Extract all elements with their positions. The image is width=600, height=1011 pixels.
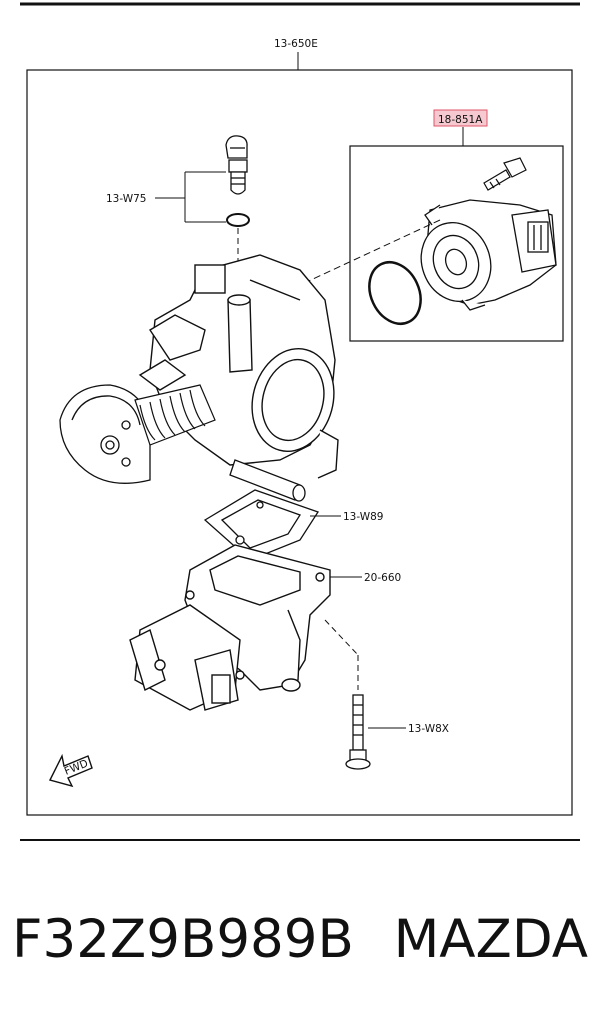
label-13-650e: 13-650E xyxy=(274,38,318,50)
throttle-position-sensor xyxy=(420,199,557,311)
throttle-body xyxy=(138,254,339,479)
return-spring xyxy=(134,384,216,446)
sensor-bolt xyxy=(483,157,527,191)
label-13-w75: 13-W75 xyxy=(106,193,146,205)
mounting-bolt xyxy=(345,694,371,770)
sensor-inset-frame xyxy=(349,145,564,342)
idle-screw xyxy=(225,135,248,195)
part-number: F32Z9B989B xyxy=(12,909,354,970)
brand-name: MAZDA xyxy=(393,909,588,970)
gasket xyxy=(203,489,319,561)
idle-screw-o-ring xyxy=(226,213,250,227)
assembly-frame xyxy=(26,69,573,816)
idle-air-control-valve xyxy=(129,544,331,711)
label-18-851a: 18-851A xyxy=(438,114,483,126)
label-13-w8x: 13-W8X xyxy=(408,723,449,735)
highlight-box xyxy=(433,109,488,127)
fwd-arrow-icon xyxy=(48,753,93,788)
footer: F32Z9B989B MAZDA xyxy=(0,890,600,990)
label-13-w89: 13-W89 xyxy=(343,511,383,523)
throttle-cam xyxy=(59,384,151,484)
sensor-o-ring xyxy=(368,261,422,325)
label-20-660: 20-660 xyxy=(364,572,401,584)
coolant-pipe xyxy=(229,459,306,502)
parts-diagram: 13-650E 18-851A 13-W75 xyxy=(20,2,580,841)
